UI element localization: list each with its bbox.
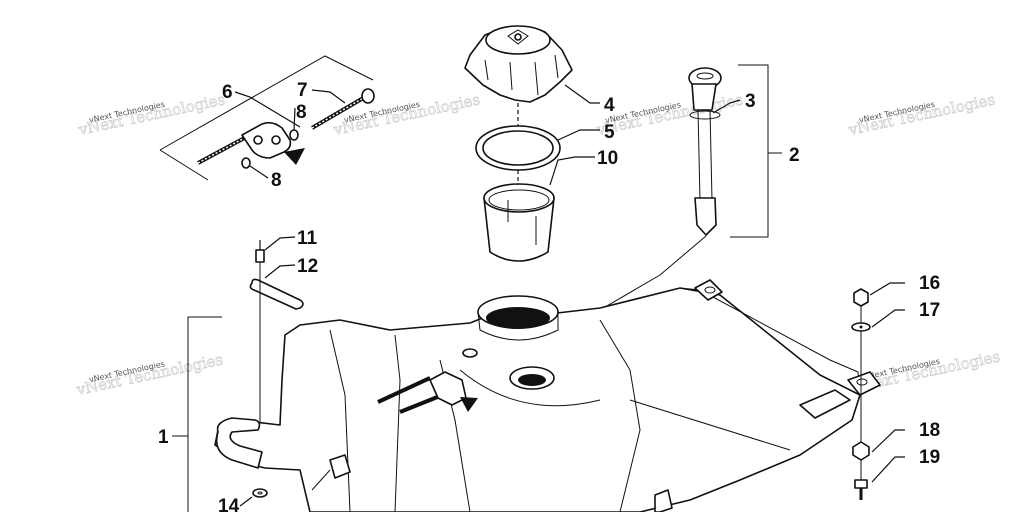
callout-5: 5: [604, 122, 615, 143]
seal-ring-5: [475, 103, 600, 171]
callout-1: 1: [158, 427, 169, 448]
callout-7: 7: [297, 80, 308, 101]
callout-19: 19: [919, 447, 940, 468]
callout-14: 14: [218, 496, 240, 512]
callout-2: 2: [789, 145, 800, 166]
callout-16: 16: [919, 273, 940, 294]
callout-6: 6: [222, 82, 233, 103]
filler-neck-10: [483, 156, 595, 262]
fuel-cap-4: [464, 25, 600, 104]
callout-17: 17: [919, 300, 940, 321]
mount-hardware-16-19: [851, 282, 905, 500]
fastener-kit-6: [159, 55, 375, 181]
callouts: 1 2 3 4 5 6 7 8 8 10 11 12 14 16 17 18 1…: [158, 80, 940, 512]
callout-11: 11: [297, 228, 318, 249]
callout-3: 3: [745, 91, 756, 112]
callout-12: 12: [297, 256, 318, 277]
fuel-tank-1: [172, 279, 881, 512]
callout-8-bottom: 8: [271, 170, 282, 191]
strap-fastener-11-12: [249, 236, 304, 430]
callout-4: 4: [604, 95, 615, 116]
callout-18: 18: [919, 420, 940, 441]
callout-8-top: 8: [296, 102, 307, 123]
callout-10: 10: [597, 148, 618, 169]
